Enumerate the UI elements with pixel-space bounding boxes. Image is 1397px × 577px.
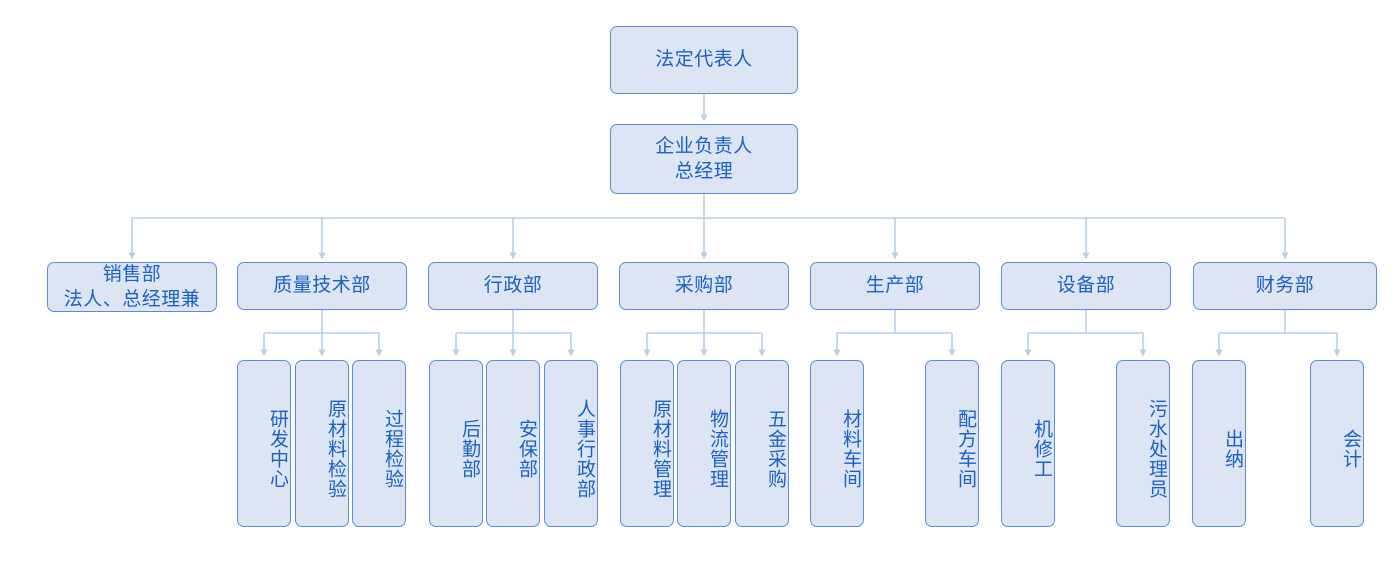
node-unit-accountant[interactable]: 会计 (1310, 360, 1364, 527)
node-label: 人事行政部 (574, 398, 596, 499)
node-department-purchasing[interactable]: 采购部 (619, 262, 789, 310)
node-label: 行政部 (483, 274, 543, 297)
node-label: 会计 (1340, 428, 1362, 469)
node-label: 设备部 (1056, 274, 1116, 297)
node-label-line1: 销售部 (102, 262, 162, 285)
node-unit-logistics-management[interactable]: 物流管理 (677, 360, 731, 527)
node-unit-formula-workshop[interactable]: 配方车间 (925, 360, 979, 527)
node-unit-raw-material-inspection[interactable]: 原材料检验 (295, 360, 349, 527)
node-unit-hr-administration[interactable]: 人事行政部 (544, 360, 598, 527)
node-label: 法定代表人 (655, 48, 753, 71)
node-unit-hardware-purchasing[interactable]: 五金采购 (735, 360, 789, 527)
node-label-line2: 总经理 (674, 160, 734, 182)
node-label: 采购部 (674, 274, 734, 297)
node-label: 污水处理员 (1146, 398, 1168, 499)
node-label: 材料车间 (840, 408, 862, 489)
node-label: 后勤部 (459, 418, 481, 479)
node-label: 原材料检验 (325, 398, 347, 499)
node-label: 财务部 (1255, 274, 1315, 297)
node-label: 出纳 (1222, 428, 1244, 469)
node-department-finance[interactable]: 财务部 (1193, 262, 1377, 310)
node-department-sales[interactable]: 销售部 法人、总经理兼 (47, 262, 217, 312)
node-label: 配方车间 (955, 408, 977, 489)
node-label: 质量技术部 (273, 274, 371, 297)
node-label: 研发中心 (267, 408, 289, 489)
node-department-production[interactable]: 生产部 (810, 262, 980, 310)
node-label: 机修工 (1031, 418, 1053, 479)
node-unit-security[interactable]: 安保部 (486, 360, 540, 527)
node-label: 安保部 (516, 418, 538, 479)
node-legal-representative[interactable]: 法定代表人 (610, 26, 798, 94)
node-unit-process-inspection[interactable]: 过程检验 (352, 360, 406, 527)
node-unit-cashier[interactable]: 出纳 (1192, 360, 1246, 527)
node-general-manager[interactable]: 企业负责人 总经理 (610, 124, 798, 194)
node-department-quality-technology[interactable]: 质量技术部 (237, 262, 407, 310)
node-unit-raw-material-management[interactable]: 原材料管理 (620, 360, 674, 527)
node-label: 生产部 (865, 274, 925, 297)
node-unit-rd-center[interactable]: 研发中心 (237, 360, 291, 527)
node-label: 销售部 法人、总经理兼 (64, 262, 201, 312)
node-unit-material-workshop[interactable]: 材料车间 (810, 360, 864, 527)
node-unit-wastewater-operator[interactable]: 污水处理员 (1116, 360, 1170, 527)
node-label-line1: 企业负责人 (655, 134, 753, 157)
node-label-line2: 法人、总经理兼 (63, 288, 201, 310)
node-label: 物流管理 (707, 408, 729, 489)
node-department-equipment[interactable]: 设备部 (1001, 262, 1171, 310)
node-label: 过程检验 (382, 408, 404, 489)
node-unit-logistics-support[interactable]: 后勤部 (429, 360, 483, 527)
node-unit-mechanic[interactable]: 机修工 (1001, 360, 1055, 527)
node-label: 原材料管理 (650, 398, 672, 499)
node-label: 企业负责人 总经理 (655, 134, 753, 184)
node-label: 五金采购 (765, 408, 787, 489)
node-department-administration[interactable]: 行政部 (428, 262, 598, 310)
